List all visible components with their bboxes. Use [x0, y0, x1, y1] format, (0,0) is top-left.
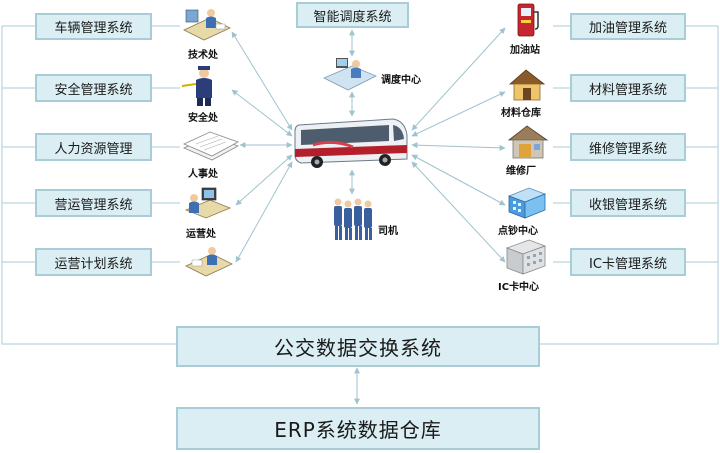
station-label: 材料仓库 [501, 108, 541, 119]
ic-card-center-icon [505, 239, 547, 275]
right-system-box: IC卡管理系统 [570, 248, 686, 276]
right-system-box: 收银管理系统 [570, 189, 686, 217]
right-system-box: 加油管理系统 [570, 13, 686, 40]
erp-warehouse-box: ERP系统数据仓库 [176, 407, 540, 450]
cash-center-icon [507, 187, 547, 219]
operations-office-icon [184, 187, 232, 219]
station-label: 点钞中心 [498, 226, 538, 237]
warehouse-icon [508, 69, 546, 101]
left-system-box: 营运管理系统 [35, 189, 152, 217]
left-system-box: 人力资源管理 [35, 133, 152, 161]
planning-desk-icon [185, 247, 233, 277]
department-label: 人事处 [188, 169, 218, 180]
top-system-box: 智能调度系统 [296, 2, 409, 28]
right-system-box: 材料管理系统 [570, 74, 686, 102]
technical-office-icon [183, 9, 231, 41]
department-label: 安全处 [188, 113, 218, 124]
security-office-icon [181, 66, 212, 106]
left-system-box: 安全管理系统 [35, 74, 152, 102]
department-label: 技术处 [188, 50, 218, 61]
exchange-system-box: 公交数据交换系统 [176, 326, 540, 367]
right-system-box: 维修管理系统 [570, 133, 686, 161]
bus-icon [294, 118, 408, 168]
station-label: 加油站 [510, 45, 540, 56]
repair-shop-icon [507, 125, 549, 159]
station-label: 维修厂 [506, 166, 536, 177]
drivers-icon [334, 198, 372, 240]
dispatch-center-label: 调度中心 [381, 75, 421, 86]
drivers-label: 司机 [378, 226, 398, 237]
station-label: IC卡中心 [498, 282, 540, 293]
gas-station-icon [517, 3, 539, 37]
department-label: 运营处 [186, 229, 216, 240]
personnel-office-icon [183, 131, 239, 161]
dispatch-center-icon [323, 58, 377, 91]
left-system-box: 运营计划系统 [35, 248, 152, 276]
left-system-box: 车辆管理系统 [35, 13, 152, 40]
